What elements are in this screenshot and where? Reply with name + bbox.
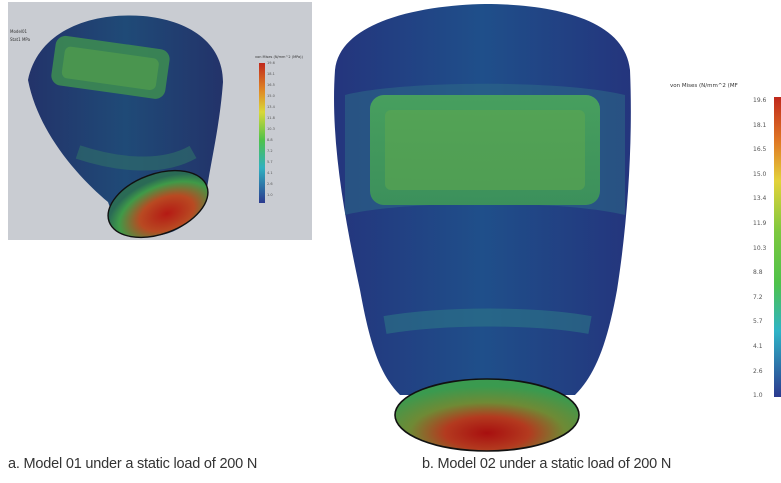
model-01-tick-label: 4.1 xyxy=(267,171,273,175)
model-02-tick-label: 15.0 xyxy=(753,170,767,178)
model-02-tick-label: 18.1 xyxy=(753,121,767,129)
model-01-tick-label: 2.6 xyxy=(267,182,273,186)
model-01-tick-label: 15.0 xyxy=(267,94,275,98)
model-02-image: von Mises (N/mm^2 (MF 19.6 18.1 16.5 15.0 13… xyxy=(325,0,781,452)
model-01-tick-label: 7.2 xyxy=(267,149,273,153)
model-01-legend-bar xyxy=(259,63,265,203)
model-01-image: Model01 Stat1 MPa von Mises (N/mm^2 (MPa… xyxy=(8,2,312,240)
caption-a: a. Model 01 under a static load of 200 N xyxy=(8,456,258,472)
model-02-tick-label: 13.4 xyxy=(753,195,767,203)
model-01-tick-label: 1.0 xyxy=(267,193,273,197)
model-02-tick-label: 5.7 xyxy=(753,318,763,326)
model-02-tick-label: 16.5 xyxy=(753,146,767,154)
model-01-corner-label-2: Stat1 MPa xyxy=(10,37,31,42)
model-01-tick-label: 11.8 xyxy=(267,116,275,120)
model-01-tick-label: 16.5 xyxy=(267,83,275,87)
model-01-tick-label: 13.4 xyxy=(267,105,275,109)
model-01-tick-label: 10.3 xyxy=(267,127,275,131)
model-02-legend-title: von Mises (N/mm^2 (MF xyxy=(670,83,738,89)
model-01-base xyxy=(107,169,209,239)
model-02-tick-label: 1.0 xyxy=(753,392,763,400)
model-02-tick-label: 4.1 xyxy=(753,343,763,350)
model-02-tick-label: 10.3 xyxy=(753,244,767,252)
model-02-base xyxy=(394,378,580,452)
model-02-tick-label: 7.2 xyxy=(753,293,763,301)
model-01-tick-label: 19.6 xyxy=(267,61,275,65)
model-02-render xyxy=(334,4,781,452)
model-01-tick-label: 8.8 xyxy=(267,138,273,142)
caption-b: b. Model 02 under a static load of 200 N xyxy=(422,456,672,472)
model-02-legend-bar xyxy=(774,97,781,397)
model-01-render xyxy=(28,15,265,239)
model-01-tick-label: 5.7 xyxy=(267,160,273,164)
model-01-legend-title: von Mises (N/mm^2 (MPa)) xyxy=(255,55,303,59)
model-02-tick-label: 2.6 xyxy=(753,367,763,375)
model-02-tick-label: 19.6 xyxy=(753,97,767,104)
model-02-tick-label: 8.8 xyxy=(753,269,763,277)
model-01-corner-label: Model01 xyxy=(10,29,28,34)
model-02-tick-label: 11.9 xyxy=(753,220,767,227)
model-01-tick-label: 18.1 xyxy=(267,72,275,76)
